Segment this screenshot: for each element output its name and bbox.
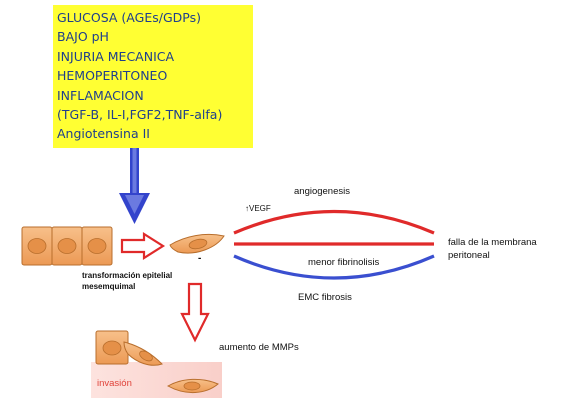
up-arrow-icon: ↑ bbox=[245, 204, 249, 213]
factor-cytokines: (TGF-B, IL-I,FGF2,TNF-alfa) bbox=[57, 107, 223, 123]
emt-label: transformación epitelial mesemquimal bbox=[82, 270, 172, 292]
vegf-text: VEGF bbox=[249, 204, 271, 213]
angiogenesis-arc bbox=[233, 209, 435, 235]
factor-low-ph: BAJO pH bbox=[57, 29, 109, 45]
membrane-failure-line1: falla de la membrana bbox=[448, 237, 537, 248]
membrane-failure-line2: peritoneal bbox=[448, 250, 490, 261]
angiogenesis-label: angiogenesis bbox=[294, 186, 350, 197]
epithelial-cells bbox=[21, 226, 113, 266]
minus-sign: - bbox=[198, 253, 202, 264]
fibrosis-arc bbox=[233, 254, 435, 280]
factor-mechanical-injury: INJURIA MECANICA bbox=[57, 48, 175, 64]
factor-glucose: GLUCOSA (AGEs/GDPs) bbox=[57, 10, 201, 25]
membrane-failure-label: falla de la membrana peritoneal bbox=[448, 236, 537, 262]
mesenchymal-cell bbox=[169, 233, 225, 254]
blue-down-arrow bbox=[119, 148, 150, 224]
factors-box: GLUCOSA (AGEs/GDPs) BAJO pH INJURIA MECA… bbox=[53, 5, 253, 148]
fibrinolysis-label: menor fibrinolisis bbox=[308, 257, 380, 268]
factor-inflammation: INFLAMACION bbox=[57, 87, 144, 103]
factor-hemoperitoneum: HEMOPERITONEO bbox=[57, 68, 168, 84]
mmp-label: aumento de MMPs bbox=[219, 342, 299, 353]
factor-angiotensin: Angiotensina II bbox=[57, 126, 150, 142]
red-down-arrow bbox=[180, 282, 210, 343]
emt-label-line2: mesemquimal bbox=[82, 282, 136, 291]
invasion-label: invasión bbox=[97, 378, 132, 389]
emt-label-line1: transformación epitelial bbox=[82, 271, 173, 280]
emc-fibrosis-label: EMC fibrosis bbox=[298, 292, 352, 303]
red-right-arrow bbox=[120, 232, 166, 260]
vegf-label: ↑VEGF bbox=[245, 204, 271, 213]
invasion-tissue bbox=[91, 330, 222, 398]
